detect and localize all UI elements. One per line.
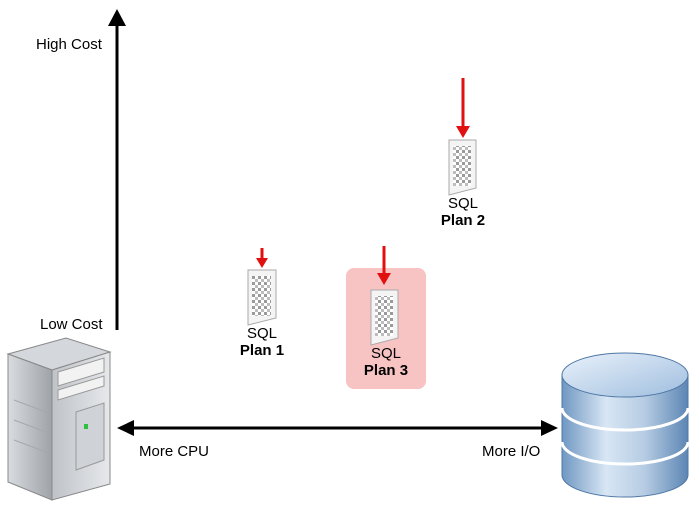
cpu-io-axis — [117, 420, 558, 436]
server-tower-icon — [6, 337, 112, 501]
cost-axis — [108, 9, 126, 330]
plan-1-sql-label: SQL — [246, 325, 277, 342]
more-io-label: More I/O — [482, 443, 541, 460]
plan-3-name: Plan 3 — [363, 362, 409, 379]
plan-1-name: Plan 1 — [239, 342, 285, 359]
plan-2-document-icon — [448, 139, 477, 196]
plan-2-name: Plan 2 — [440, 212, 486, 229]
plan-3-document-icon — [370, 289, 399, 346]
plan-3-sql-label: SQL — [370, 345, 401, 362]
more-cpu-label: More CPU — [139, 443, 210, 460]
plan-1-red-arrow — [256, 248, 268, 268]
plan-3-label-group: SQL Plan 3 — [346, 345, 426, 380]
plan-2-sql-label: SQL — [447, 195, 478, 212]
plan-3-red-arrow — [377, 246, 391, 285]
plan-2-label-group: SQL Plan 2 — [423, 195, 503, 230]
plan-1-label-group: SQL Plan 1 — [222, 325, 302, 360]
plan-2-red-arrow — [456, 78, 470, 138]
low-cost-label: Low Cost — [40, 316, 103, 333]
database-cylinder-icon — [560, 352, 690, 498]
high-cost-label: High Cost — [36, 36, 102, 53]
plan-1-document-icon — [247, 269, 277, 326]
